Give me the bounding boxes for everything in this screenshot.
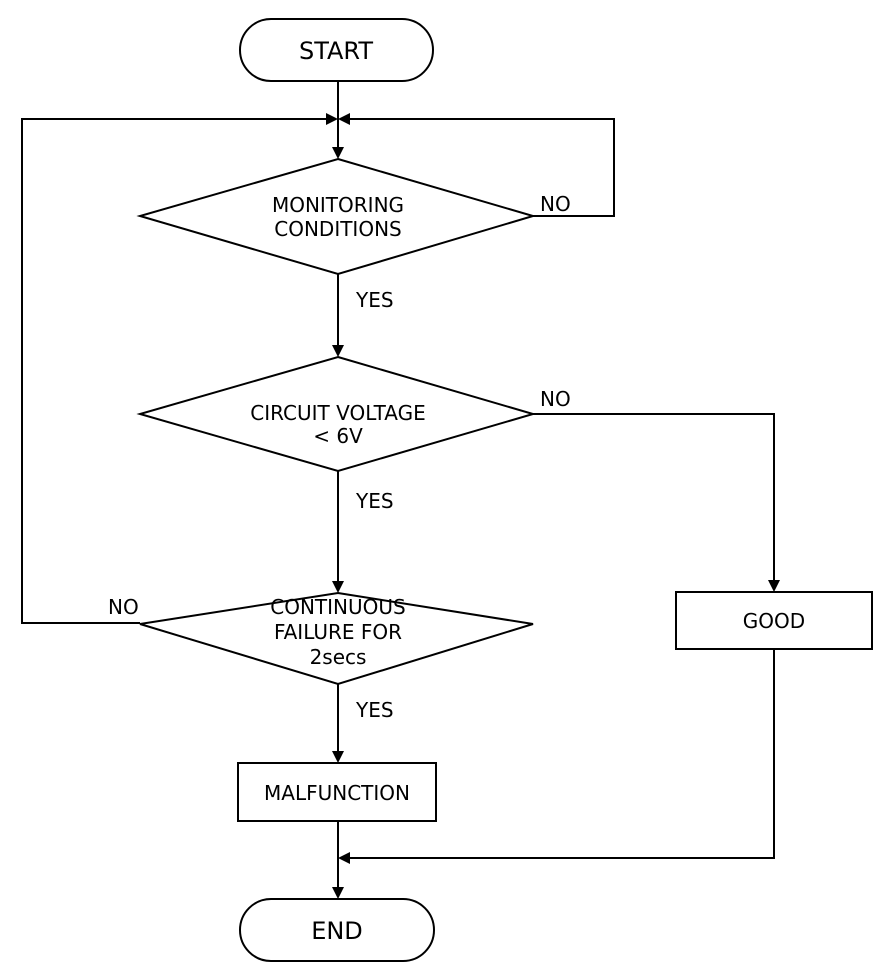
decision-monitoring-conditions: MONITORING CONDITIONS [136,157,537,276]
connector-continuous-no-loop [21,118,330,624]
arrowhead-into-monitoring [332,147,344,159]
continuous-yes-label: YES [355,698,394,722]
monitoring-line-1: MONITORING [272,193,404,217]
end-terminal: END [239,898,435,962]
process-malfunction: MALFUNCTION [237,762,437,822]
connector-good-to-end [346,649,775,859]
monitoring-no-label: NO [540,192,571,216]
continuous-line-1: CONTINUOUS [270,595,405,619]
continuous-line-3: 2secs [310,645,367,669]
arrowhead-good-merge [338,852,350,864]
connector-monitoring-no-loop [346,118,615,217]
voltage-yes-label: YES [355,489,394,513]
arrowhead-into-good [768,580,780,592]
process-good: GOOD [675,591,873,650]
continuous-no-label: NO [108,595,139,619]
continuous-line-2: FAILURE FOR [274,620,402,644]
arrowhead-into-end [332,887,344,899]
connector-voltage-no-to-good [533,413,775,583]
decision-circuit-voltage: CIRCUIT VOLTAGE < 6V [136,355,537,473]
malfunction-label: MALFUNCTION [264,781,410,805]
voltage-line-2: < 6V [313,424,363,448]
arrowhead-left-loop [326,113,338,125]
arrowhead-right-loop [338,113,350,125]
start-label: START [299,37,373,65]
arrowhead-into-malfunction [332,751,344,763]
monitoring-yes-label: YES [355,288,394,312]
voltage-line-1: CIRCUIT VOLTAGE [250,401,425,425]
voltage-no-label: NO [540,387,571,411]
decision-continuous-failure: CONTINUOUS FAILURE FOR 2secs [139,591,534,686]
end-label: END [311,917,363,945]
monitoring-line-2: CONDITIONS [274,217,401,241]
start-terminal: START [239,18,434,82]
good-label: GOOD [743,609,805,633]
arrowhead-into-voltage [332,345,344,357]
arrowhead-into-continuous [332,581,344,593]
